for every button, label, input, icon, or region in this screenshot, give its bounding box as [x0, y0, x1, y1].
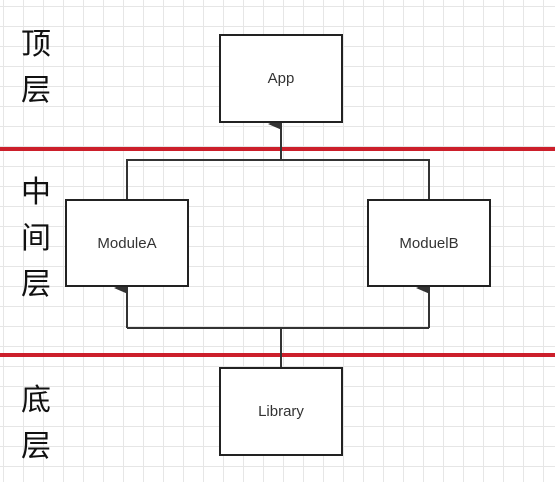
layer-label-middle-line3: 层 [21, 267, 51, 302]
node-app: App [219, 34, 343, 123]
node-module-a-label: ModuleA [97, 235, 156, 252]
layer-label-top-line2: 层 [21, 73, 51, 108]
layer-label-bottom-line1: 底 [21, 383, 51, 418]
node-library: Library [219, 367, 343, 456]
connector-module-a-to-app [126, 159, 281, 200]
layer-label-middle-line1: 中 [21, 175, 51, 210]
node-module-a: ModuleA [65, 199, 189, 287]
layer-label-bottom-line2: 层 [21, 429, 51, 464]
layer-label-top: 顶 层 [18, 22, 54, 114]
connector-module-b-to-app [281, 159, 430, 200]
layer-label-middle: 中 间 层 [18, 170, 54, 308]
node-library-label: Library [258, 403, 304, 420]
layer-label-bottom: 底 层 [18, 378, 54, 470]
node-module-b: ModuelB [367, 199, 491, 287]
layer-label-middle-line2: 间 [21, 221, 51, 256]
layer-label-top-line1: 顶 [21, 27, 51, 62]
node-module-b-label: ModuelB [399, 235, 458, 252]
node-app-label: App [268, 70, 295, 87]
